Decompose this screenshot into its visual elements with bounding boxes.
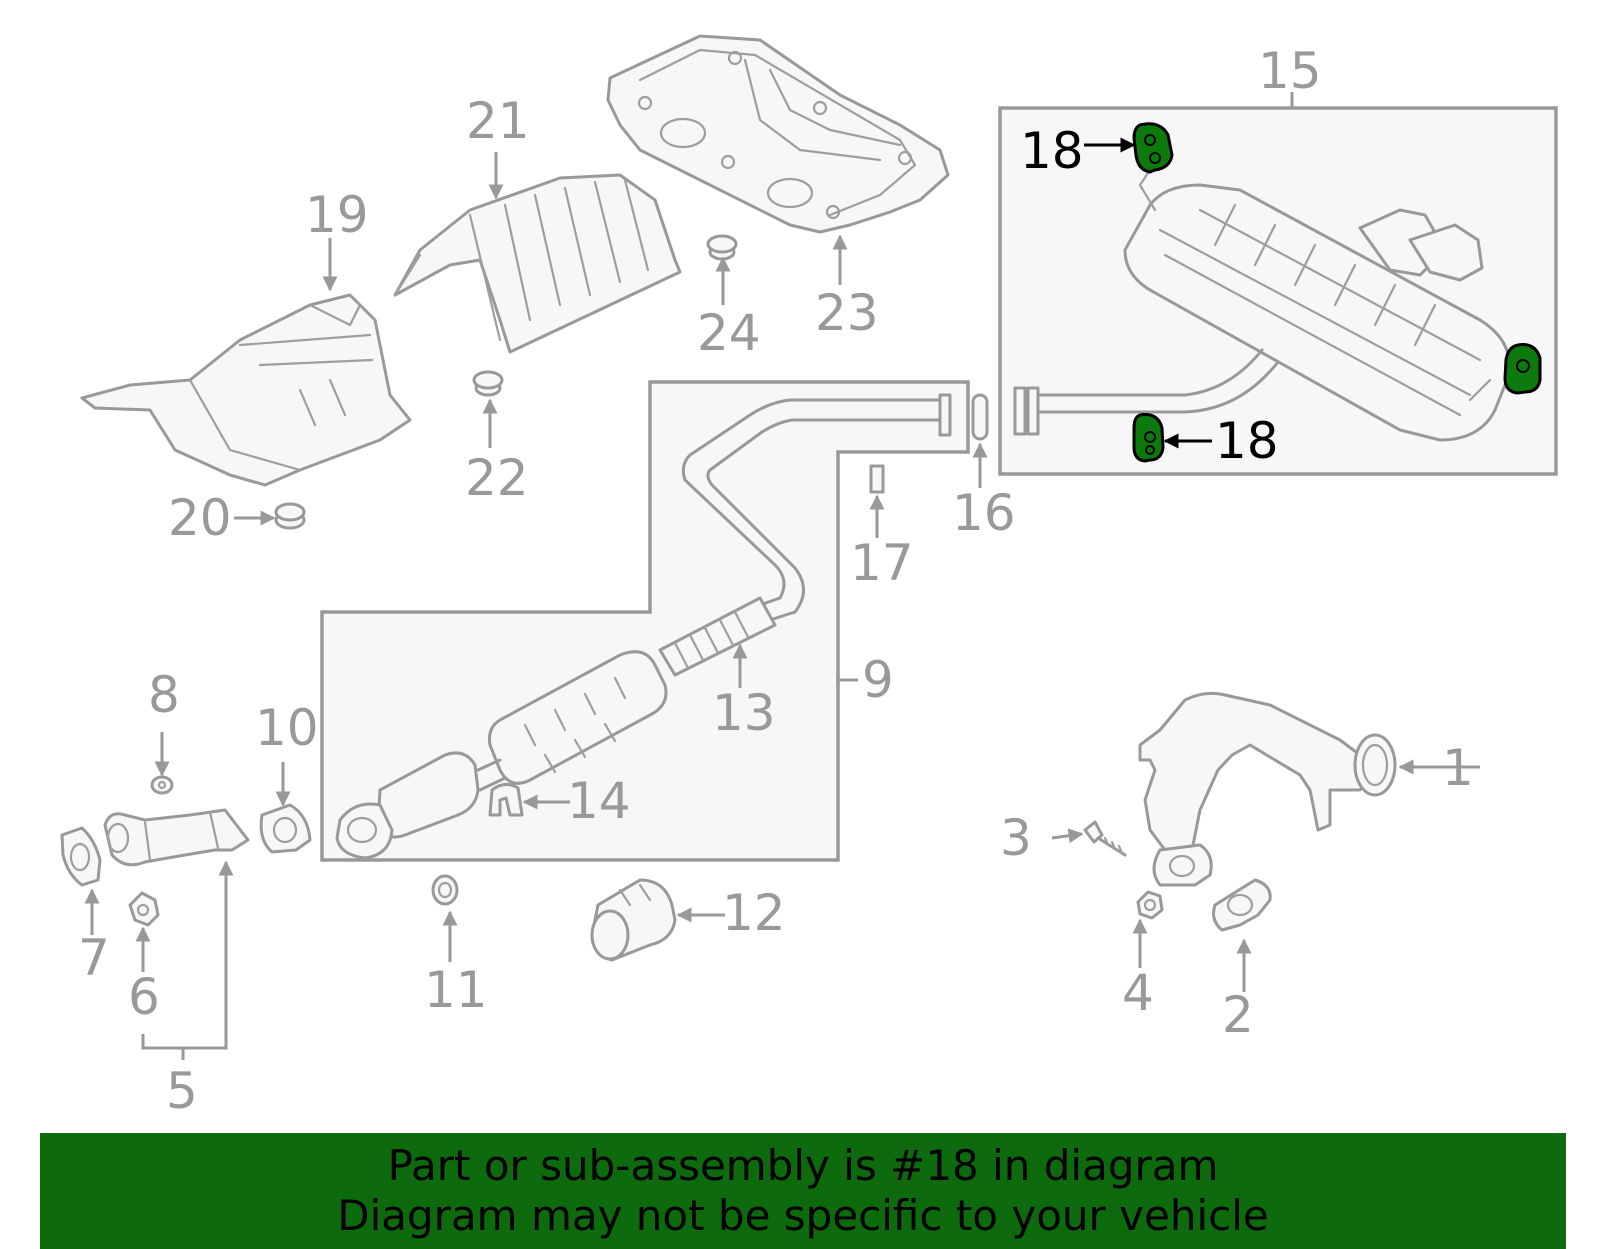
callout-13: 13 <box>712 684 776 742</box>
part-4-nut <box>1136 890 1164 920</box>
banner-line-1: Part or sub-assembly is #18 in diagram <box>387 1141 1219 1190</box>
part-11-nut <box>431 874 459 906</box>
callout-2: 2 <box>1222 986 1254 1044</box>
part-16-gasket <box>971 393 989 441</box>
callout-19: 19 <box>305 186 369 244</box>
part-21-heat-shield <box>393 173 682 354</box>
info-banner: Part or sub-assembly is #18 in diagram D… <box>40 1133 1566 1249</box>
callout-9: 9 <box>862 651 894 709</box>
part-3-bolt <box>1083 820 1127 857</box>
part-5-front-pipe <box>103 808 250 867</box>
part-24-nut <box>706 234 738 261</box>
part-15-rear-muffler <box>1013 168 1511 442</box>
callout-15: 15 <box>1258 42 1322 100</box>
part-9-center-pipe <box>335 393 952 860</box>
leader-lines <box>84 92 1480 1060</box>
callout-3: 3 <box>1000 809 1032 867</box>
callout-18-top: 18 <box>1020 122 1084 180</box>
callouts: 1 2 3 4 5 6 7 8 9 10 11 12 13 14 15 16 1… <box>78 42 1474 1120</box>
callout-10: 10 <box>255 699 319 757</box>
callout-14: 14 <box>567 772 631 830</box>
callout-23: 23 <box>815 284 879 342</box>
part-8-nut <box>150 775 174 795</box>
part-9-assembly-box <box>320 380 970 862</box>
part-18-hanger-right <box>1503 343 1542 395</box>
part-19-heat-shield <box>80 293 412 487</box>
part-23-floor-heat-shield <box>606 34 950 234</box>
part-7-gasket <box>60 826 102 887</box>
callout-11: 11 <box>424 961 488 1019</box>
callout-24: 24 <box>697 304 761 362</box>
callout-5: 5 <box>166 1062 198 1120</box>
part-18-hanger-top <box>1132 122 1174 174</box>
callout-17: 17 <box>850 534 914 592</box>
banner-line-2: Diagram may not be specific to your vehi… <box>337 1191 1269 1240</box>
callout-21: 21 <box>466 92 530 150</box>
callout-6: 6 <box>128 968 160 1026</box>
callout-12: 12 <box>722 884 786 942</box>
callout-20: 20 <box>168 489 232 547</box>
part-2-gasket <box>1212 878 1272 932</box>
part-22-nut <box>472 370 504 397</box>
part-12-sleeve <box>590 878 677 962</box>
part-20-nut <box>274 502 306 530</box>
part-18-hanger-bottom <box>1132 413 1165 463</box>
callout-7: 7 <box>78 929 110 987</box>
callout-22: 22 <box>465 449 529 507</box>
part-6-nut <box>128 891 160 927</box>
part-10-gasket <box>259 803 312 854</box>
callout-1: 1 <box>1442 739 1474 797</box>
callout-18-bottom: 18 <box>1215 412 1279 470</box>
part-1-exhaust-manifold <box>1138 691 1397 887</box>
callout-4: 4 <box>1122 964 1154 1022</box>
part-17-clamp <box>869 464 885 494</box>
part-14-clamp <box>488 783 524 817</box>
callout-8: 8 <box>148 666 180 724</box>
callout-16: 16 <box>952 484 1016 542</box>
